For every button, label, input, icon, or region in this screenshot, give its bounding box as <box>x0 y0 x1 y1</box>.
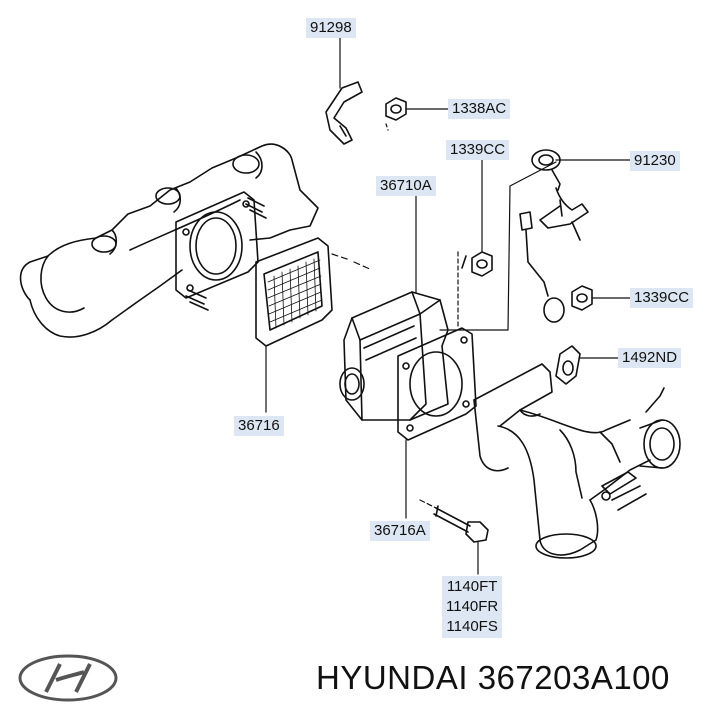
egr-outlet-pipe <box>473 363 681 559</box>
nut-1339cc-right <box>571 285 593 311</box>
label-36716a: 36716A <box>370 521 430 541</box>
footer-caption: HYUNDAI 367203A100 <box>316 656 670 700</box>
nut-1339cc-top <box>461 251 493 277</box>
clip-1492nd <box>555 345 581 385</box>
label-1140-group: 1140FT 1140FR 1140FS <box>442 576 503 638</box>
leader-lines <box>265 37 631 575</box>
label-36710a: 36710A <box>376 176 436 196</box>
label-1140fr: 1140FR <box>446 598 499 615</box>
sensor-91230 <box>519 149 589 323</box>
bracket-91298 <box>325 81 363 145</box>
label-36716: 36716 <box>234 416 284 436</box>
hyundai-logo-icon <box>18 654 118 702</box>
exhaust-manifold <box>19 143 319 338</box>
label-91298: 91298 <box>306 18 356 38</box>
gasket-36716a <box>397 327 477 441</box>
label-1140ft: 1140FT <box>446 578 498 595</box>
nut-1338ac <box>385 97 407 121</box>
label-1338ac: 1338AC <box>448 99 511 119</box>
label-1492nd: 1492ND <box>618 348 682 368</box>
label-1140fs: 1140FS <box>446 618 498 635</box>
brand-name: HYUNDAI <box>316 659 469 696</box>
egr-body-36710a <box>339 291 449 421</box>
label-1339cc-right: 1339CC <box>630 288 694 308</box>
label-1339cc-top: 1339CC <box>446 140 510 160</box>
gasket-36716 <box>255 237 333 347</box>
label-91230: 91230 <box>630 151 680 171</box>
part-number: 367203A100 <box>477 659 670 696</box>
bolt-1140 <box>433 505 489 543</box>
